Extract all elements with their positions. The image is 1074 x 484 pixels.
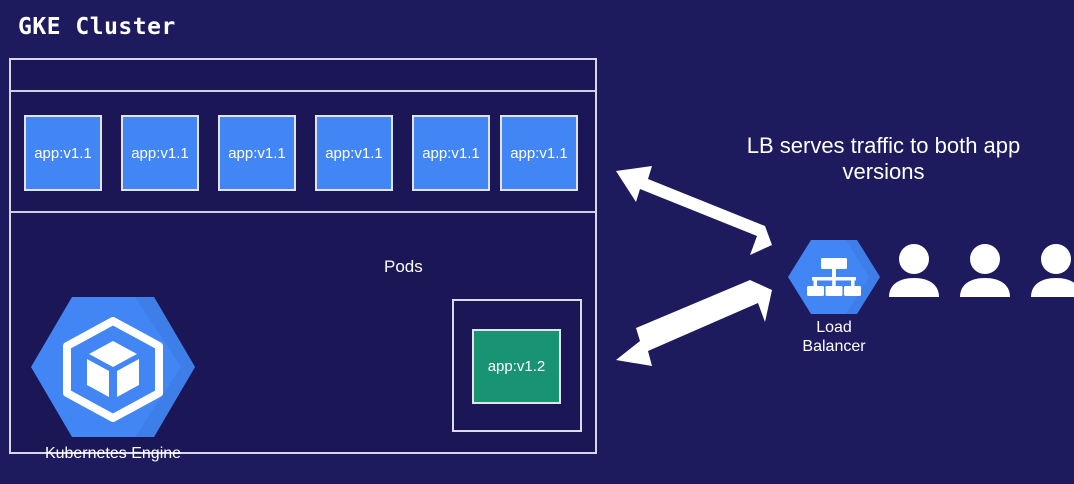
lb-annotation: LB serves traffic to both app versions — [706, 133, 1061, 184]
user-icon — [959, 243, 1011, 297]
pod-label: app:v1.1 — [422, 144, 480, 162]
lb-annotation-line1: LB serves traffic to both app — [746, 133, 1021, 158]
pod-label: app:v1.2 — [487, 358, 546, 375]
kubernetes-engine-hexagon-icon — [31, 293, 195, 441]
cluster-body: Pods K — [11, 213, 595, 462]
pod-app-v1-1-3[interactable]: app:v1.1 — [218, 115, 296, 191]
pod-app-v1-1-5[interactable]: app:v1.1 — [412, 115, 490, 191]
pod-label: app:v1.1 — [131, 144, 189, 162]
pod-label: app:v1.1 — [228, 144, 286, 162]
pod-app-v1-1-6[interactable]: app:v1.1 — [500, 115, 578, 191]
load-balancer-caption: Load Balancer — [788, 318, 880, 356]
pod-label: app:v1.1 — [325, 144, 383, 162]
pods-row: app:v1.1 app:v1.1 app:v1.1 app:v1.1 app:… — [11, 92, 595, 213]
load-balancer-node[interactable]: Load Balancer — [788, 238, 880, 356]
pod-app-v1-1-1[interactable]: app:v1.1 — [24, 115, 102, 191]
kubernetes-engine-node[interactable]: Kubernetes Engine — [31, 293, 195, 463]
pods-caption: Pods — [384, 257, 423, 276]
pod-app-v1-2[interactable]: app:v1.2 — [472, 329, 561, 404]
gke-cluster-container: app:v1.1 app:v1.1 app:v1.1 app:v1.1 app:… — [9, 58, 597, 462]
user-icon — [1030, 243, 1074, 297]
pod-label: app:v1.1 — [34, 144, 92, 162]
pod-app-v1-1-2[interactable]: app:v1.1 — [121, 115, 199, 191]
pod-label: app:v1.1 — [510, 144, 568, 162]
load-balancer-caption-line2: Balancer — [802, 338, 866, 356]
canary-pod-container: app:v1.2 — [452, 299, 582, 432]
users-group — [888, 243, 1074, 297]
cluster-header-strip — [11, 60, 595, 92]
page-title: GKE Cluster — [18, 14, 176, 40]
lb-annotation-line2: versions — [842, 158, 925, 184]
load-balancer-caption-line1: Load — [816, 319, 852, 336]
kubernetes-engine-caption: Kubernetes Engine — [44, 445, 182, 462]
pod-app-v1-1-4[interactable]: app:v1.1 — [315, 115, 393, 191]
arrow-left-icon — [616, 280, 772, 366]
load-balancer-hexagon-icon — [788, 238, 880, 316]
user-icon — [888, 243, 940, 297]
